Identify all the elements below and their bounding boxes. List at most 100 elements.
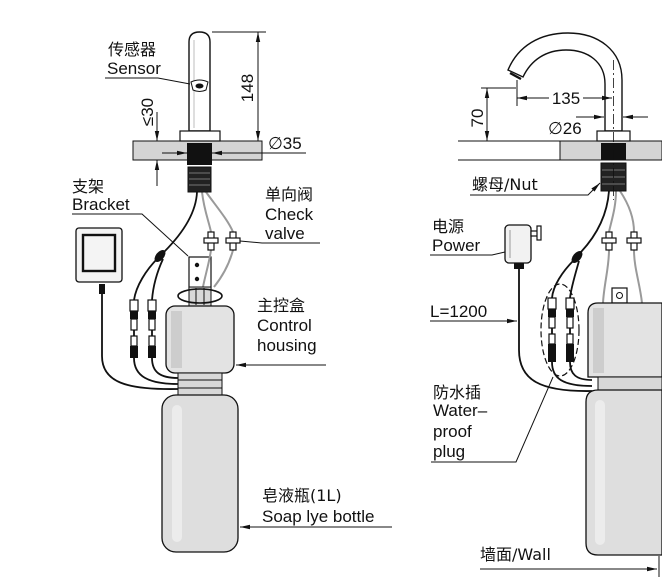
bracket-plate bbox=[188, 256, 212, 290]
control-housing-shade bbox=[171, 311, 182, 368]
connector-shell bbox=[130, 318, 138, 331]
connector-shell bbox=[147, 299, 157, 312]
power-adapter-body bbox=[504, 224, 532, 264]
housing-cable bbox=[151, 357, 179, 379]
dim-135-value: 135 bbox=[552, 89, 580, 108]
housing-cable bbox=[551, 361, 593, 387]
dim-70-value: 70 bbox=[468, 109, 487, 128]
soap-bottle-label-en: Soap lye bottle bbox=[262, 507, 374, 526]
bracket-hole bbox=[194, 262, 200, 268]
hose bbox=[202, 249, 212, 288]
sensor-label-en: Sensor bbox=[107, 59, 161, 78]
check-valve-collar bbox=[225, 237, 241, 244]
power-cable bbox=[518, 269, 593, 392]
soap-bottle-label-cn: 皂液瓶(1L) bbox=[262, 486, 342, 505]
check-valve bbox=[203, 231, 219, 251]
waterproof-plug-label-en-2: proof bbox=[433, 422, 472, 441]
plug-connector bbox=[147, 299, 157, 331]
power-adapter-strain-relief bbox=[514, 263, 524, 269]
hose bbox=[201, 191, 212, 233]
power-adapter bbox=[504, 224, 542, 269]
pump-cap-port bbox=[616, 292, 623, 299]
control-housing bbox=[587, 302, 662, 378]
check-valve bbox=[601, 231, 617, 251]
sensor-label-cn: 传感器 bbox=[108, 40, 156, 59]
battery-box bbox=[75, 227, 123, 294]
bracket-leader bbox=[72, 213, 189, 257]
check-valve-label-cn: 单向阀 bbox=[265, 185, 313, 204]
power-label-en: Power bbox=[432, 236, 481, 255]
hose bbox=[608, 190, 617, 233]
sensor-cable-branch bbox=[151, 258, 164, 301]
sensor-cable bbox=[580, 190, 610, 253]
housing-cable bbox=[569, 361, 593, 381]
right-hoses bbox=[602, 190, 643, 304]
waterproof-plug-highlight bbox=[540, 283, 580, 377]
check-valve-collar bbox=[203, 237, 219, 244]
connector-band bbox=[548, 309, 556, 317]
plug-connector bbox=[129, 299, 139, 331]
connector-band bbox=[130, 346, 138, 358]
right-gooseneck-spout bbox=[507, 32, 623, 132]
battery-cable bbox=[101, 294, 179, 390]
connector-band bbox=[130, 311, 138, 319]
cable-splitter bbox=[154, 250, 166, 262]
connector-shell bbox=[130, 335, 138, 347]
sensor-cable-branch bbox=[133, 257, 159, 301]
dim-148-value: 148 bbox=[238, 74, 257, 102]
hose bbox=[213, 249, 234, 288]
bracket-hole bbox=[194, 276, 200, 282]
control-housing-label-cn: 主控盒 bbox=[257, 296, 305, 315]
check-valve-leader bbox=[239, 240, 320, 244]
power-label-cn: 电源 bbox=[432, 217, 464, 236]
bracket bbox=[188, 256, 212, 290]
control-housing-shade bbox=[593, 308, 604, 373]
right-cables bbox=[518, 190, 610, 392]
plug-connector bbox=[566, 333, 574, 362]
bracket-label-en: Bracket bbox=[72, 195, 130, 214]
connector-band bbox=[566, 309, 574, 317]
power-adapter-prong bbox=[536, 225, 542, 241]
connector-shell bbox=[129, 299, 139, 312]
bottle-neck bbox=[597, 376, 662, 391]
sensor-eye-icon bbox=[195, 83, 204, 89]
connector-shell bbox=[548, 316, 556, 329]
nut-leader bbox=[470, 182, 601, 196]
waterproof-plug-label-en-1: Water– bbox=[433, 401, 488, 420]
sensor-cable-branch bbox=[551, 259, 575, 299]
left-installation-figure: 148 ≤30 ∅35 传感器 Sensor 支架 Bracket 单向阀 Ch… bbox=[72, 31, 392, 553]
check-valve-label-en-1: Check bbox=[265, 205, 314, 224]
connector-shell bbox=[148, 318, 156, 331]
waterproof-plug-leader bbox=[431, 376, 554, 463]
connector-shell bbox=[148, 335, 156, 347]
connector-shell bbox=[566, 316, 574, 329]
battery-box-body bbox=[75, 227, 123, 283]
hose bbox=[602, 249, 610, 304]
waterproof-plug-label-cn: 防水插 bbox=[433, 383, 481, 402]
battery-cable-plug bbox=[99, 284, 105, 294]
pump-cap-ring bbox=[177, 288, 223, 304]
connector-band bbox=[148, 311, 156, 319]
battery-box-lid bbox=[81, 233, 117, 273]
control-housing-label-en-1: Control bbox=[257, 316, 312, 335]
plug-connector bbox=[130, 335, 138, 358]
check-valve-label-en-2: valve bbox=[265, 224, 305, 243]
cable-splitter bbox=[571, 251, 583, 263]
hose bbox=[619, 190, 635, 233]
bottle-neck bbox=[177, 372, 223, 396]
dim-135-gap bbox=[549, 90, 583, 106]
plug-connector bbox=[547, 297, 557, 329]
plug-connector bbox=[548, 333, 556, 362]
dim-35-value: ∅35 bbox=[268, 134, 302, 153]
connector-band bbox=[548, 344, 556, 362]
hose bbox=[633, 249, 643, 304]
plug-connector bbox=[565, 297, 575, 329]
connector-band bbox=[148, 346, 156, 358]
dim-30-value: ≤30 bbox=[138, 98, 157, 126]
check-valve bbox=[225, 231, 241, 251]
soap-bottle-highlight bbox=[172, 405, 182, 542]
sensor-cable bbox=[163, 191, 198, 253]
plug-connector bbox=[148, 335, 156, 358]
connector-band bbox=[566, 344, 574, 362]
